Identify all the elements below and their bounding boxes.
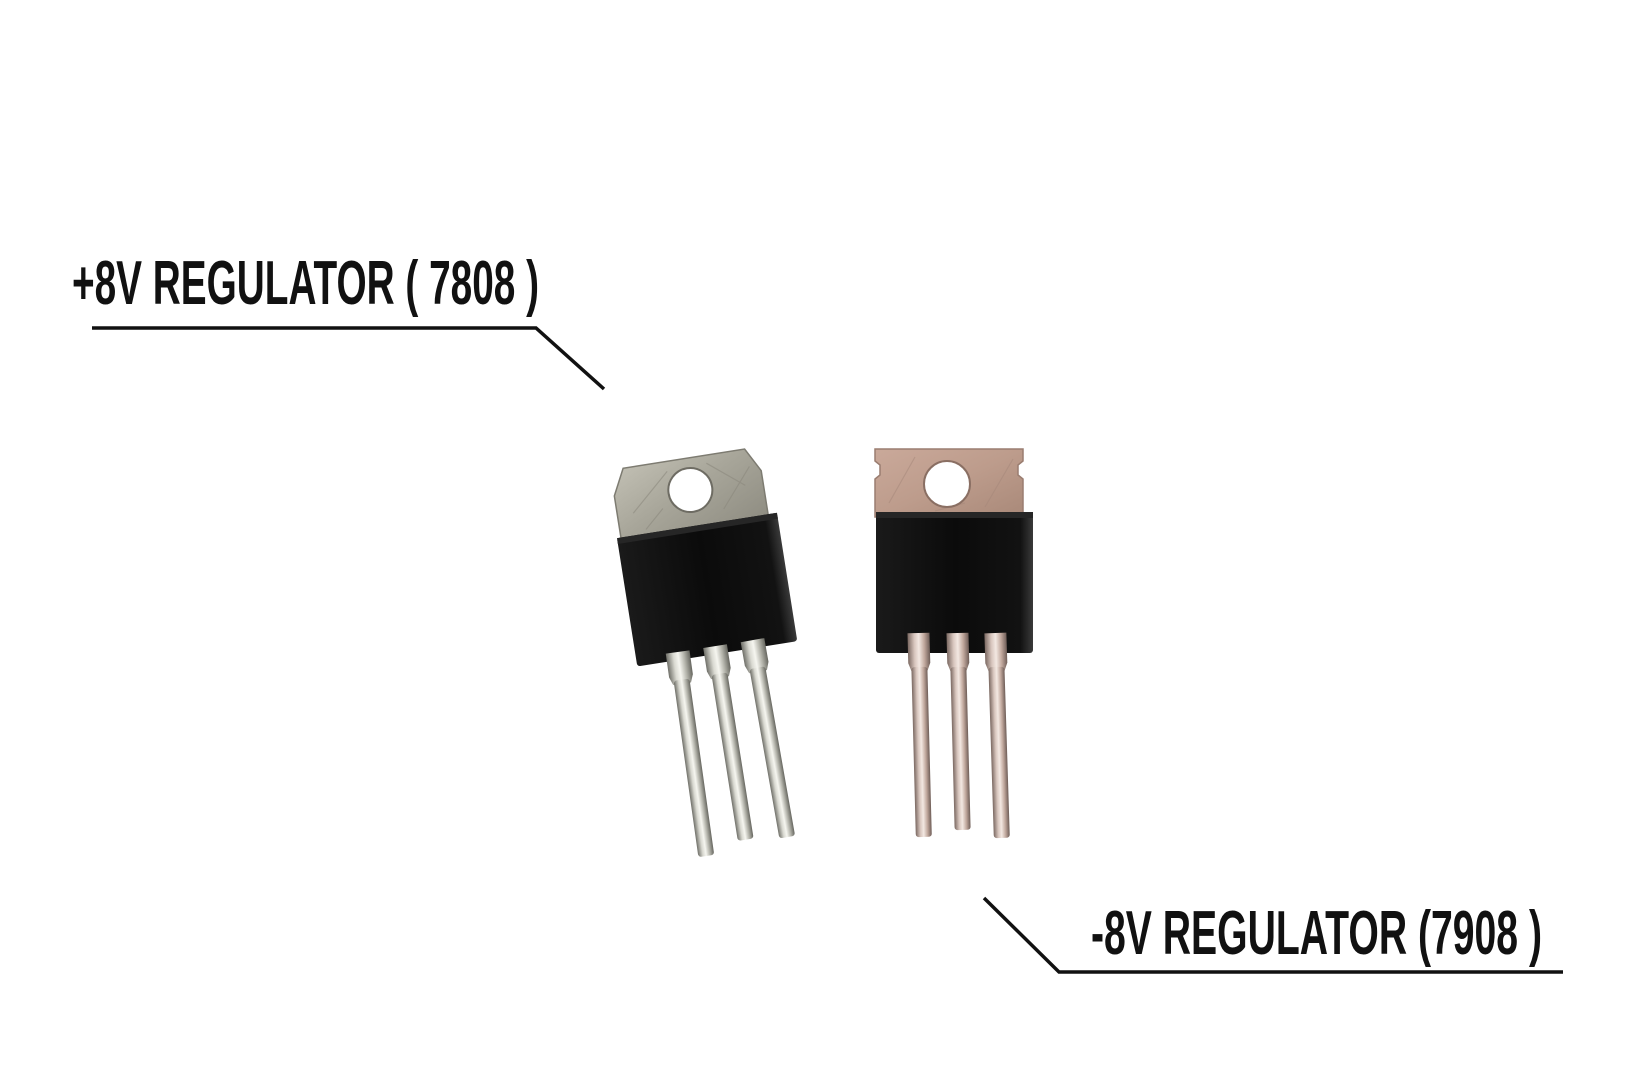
label-7808: +8V REGULATOR ( 7808 ) [72, 249, 539, 318]
pin-1 [907, 632, 932, 838]
mounting-hole [923, 460, 971, 508]
label-7908: -8V REGULATOR (7908 ) [1091, 899, 1542, 968]
component-body [876, 512, 1033, 653]
tab-scratches [632, 462, 750, 530]
pin-2 [946, 632, 971, 831]
leader-line-7808 [92, 326, 606, 391]
body-bevel [876, 512, 1033, 518]
component-body [617, 513, 797, 667]
mounting-hole [667, 467, 714, 514]
leader-line-7908 [982, 896, 1563, 974]
regulator-7908 [874, 448, 1033, 839]
pin-3 [740, 638, 795, 839]
pin-3 [984, 632, 1010, 839]
regulator-7808 [613, 448, 797, 857]
body-bevel [616, 512, 778, 545]
pin-2 [703, 644, 754, 841]
pin-1 [665, 650, 714, 857]
